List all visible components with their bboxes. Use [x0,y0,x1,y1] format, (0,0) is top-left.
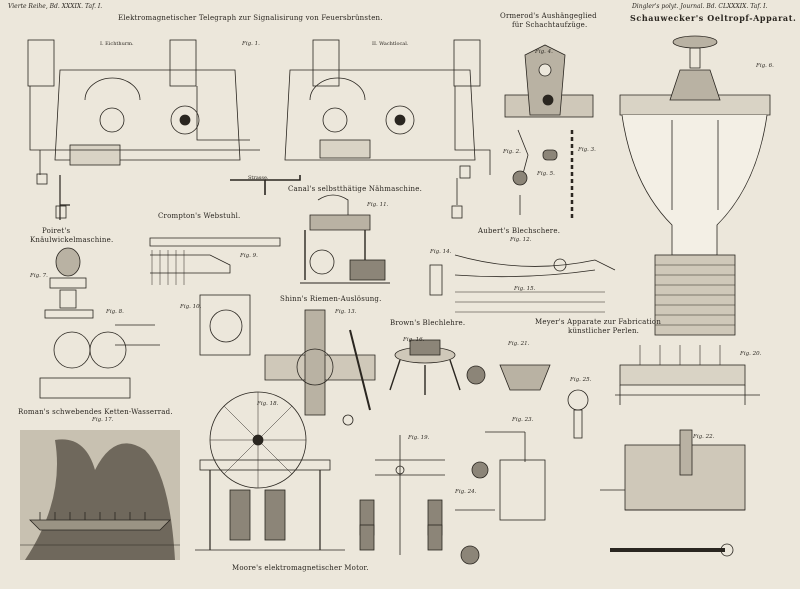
fig-label-16: Fig. 16. [403,337,425,343]
fig-label-25: Fig. 25. [570,377,592,383]
fig-label-11: Fig. 11. [367,202,389,208]
title-roman: Roman's schwebendes Ketten-Wasserrad. [18,408,173,416]
fig-label-7: Fig. 7. [30,273,48,279]
fig-label-2: Fig. 2. [503,149,521,155]
meyer-figs-drawing [455,345,760,565]
poiret-fig7-drawing [39,247,131,399]
shinn-fig13-drawing [264,309,376,426]
fig-label-18: Fig. 18. [257,401,279,407]
fig-label-14: Fig. 14. [430,249,452,255]
telegraph-fig1b-drawing [265,39,491,219]
schauwecker-fig6-drawing [619,35,771,336]
title-ormerod-line1: Ormerod's Aushängeglied [500,12,597,20]
fig-label-13: Fig. 13. [335,309,357,315]
title-meyer-line1: Meyer's Apparate zur Fabrication [535,318,662,326]
fig-label-15: Fig. 15. [514,286,536,292]
fig-label-22: Fig. 22. [693,434,715,440]
moore-fig18-drawing [195,391,345,551]
fig-label-24: Fig. 24. [455,489,477,495]
fig-label-3: Fig. 3. [578,147,596,153]
fig-label-6: Fig. 6. [756,63,774,69]
brown-fig16-drawing [389,339,461,395]
fig-label-17: Fig. 17. [92,417,114,423]
fig-label-8: Fig. 8. [106,309,124,315]
title-telegraph: Elektromagnetischer Telegraph zur Signal… [118,14,383,22]
title-moore: Moore's elektromagnetischer Motor. [232,564,369,572]
title-poiret-line1: Poiret's [42,227,71,235]
title-brown: Brown's Blechlehre. [390,319,466,327]
crompton-fig9-drawing [115,237,281,356]
title-poiret-line2: Knäulwickelmaschine. [30,236,114,244]
fig-label-21: Fig. 21. [508,341,530,347]
fig-label-10: Fig. 10. [180,304,202,310]
title-canal: Canal's selbstthätige Nähmaschine. [288,185,422,193]
title-crompton: Crompton's Webstuhl. [158,212,241,220]
fig-label-9: Fig. 9. [240,253,258,259]
fig-label-12: Fig. 12. [510,237,532,243]
plate-header-left: Vierte Reihe, Bd. XXXIX. Taf. I. [8,3,103,10]
plate-header-right: Dingler's polyt. Journal. Bd. CLXXXIX. T… [632,3,768,10]
title-ormerod-line2: für Schachtaufzüge. [512,21,588,29]
fig-label-1: Fig. 1. [242,41,260,47]
fig-label-19: Fig. 19. [408,435,430,441]
label-wachtlocal: II. Wachtlocal. [372,41,409,47]
fig-label-20: Fig. 20. [740,351,762,357]
fig-label-4: Fig. 4. [535,49,553,55]
roman-fig17-drawing [20,430,180,560]
label-eichthurm: I. Eichthurm. [100,41,134,47]
canal-fig11-drawing [300,194,390,284]
ormerod-fig4-drawing [504,44,594,220]
fig-label-23: Fig. 23. [512,417,534,423]
title-schauwecker: Schauwecker's Oeltropf-Apparat. [630,13,797,23]
title-meyer-line2: künstlicher Perlen. [568,327,640,335]
title-shinn: Shinn's Riemen-Auslösung. [280,295,382,303]
label-strasse: Strasse. [248,175,269,181]
moore-fig19-drawing [359,435,445,555]
fig-label-5: Fig. 5. [537,171,555,177]
title-aubert: Aubert's Blechschere. [478,227,561,235]
telegraph-fig1-drawing [27,39,266,220]
aubert-fig12-drawing [429,254,616,313]
